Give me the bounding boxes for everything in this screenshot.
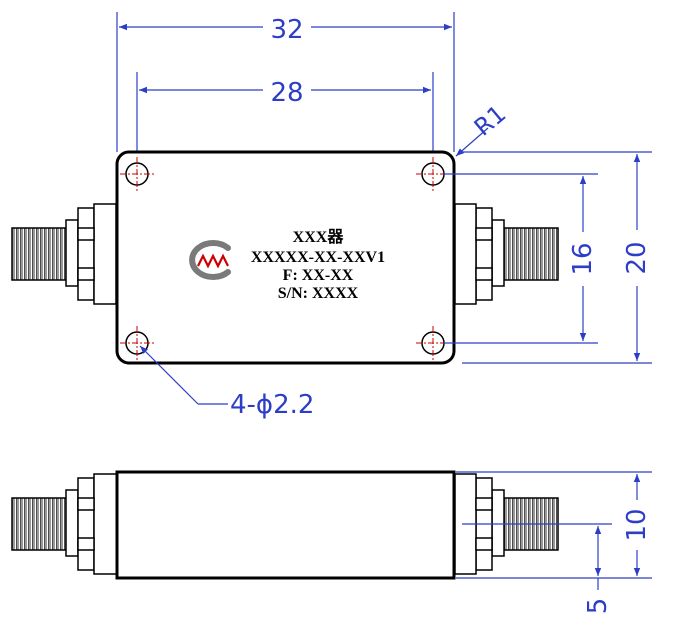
housing-outline-side (115, 470, 456, 580)
left-connector-top (11, 203, 117, 305)
dim-label-16: 16 (568, 242, 598, 275)
dimension-outer-height: 20 (458, 151, 652, 364)
dimension-hole-spacing-x: 28 (136, 72, 434, 168)
left-connector-side (11, 473, 118, 575)
label-line-4: S/N: XXXX (278, 285, 359, 302)
label-line-3: F: XX-XX (283, 267, 354, 284)
right-connector-top (454, 203, 559, 305)
dim-label-32: 32 (270, 15, 303, 45)
label-line-1: XXX器 (293, 228, 345, 246)
dimension-side-height: 10 (456, 471, 652, 579)
dim-label-10: 10 (622, 508, 652, 541)
mounting-hole (120, 326, 154, 360)
dim-label-28: 28 (270, 78, 303, 108)
top-view: 32 28 R1 (11, 12, 652, 420)
dim-label-holes: 4-ϕ2.2 (230, 390, 314, 420)
product-label: XXX器 XXXXX-XX-XXV1 F: XX-XX S/N: XXXX (251, 228, 385, 302)
dimension-hole-spacing-y: 16 (444, 173, 598, 344)
dimension-hole-callout: 4-ϕ2.2 (139, 345, 314, 420)
dim-label-20: 20 (622, 241, 652, 274)
company-logo (189, 240, 231, 280)
dim-label-5: 5 (583, 598, 613, 615)
side-view: 10 5 (11, 470, 652, 615)
dimension-side-center: 5 (462, 523, 613, 615)
dim-label-r1: R1 (469, 100, 511, 142)
label-line-2: XXXXX-XX-XXV1 (251, 249, 385, 266)
dimension-corner-radius: R1 (455, 100, 511, 157)
mounting-hole (120, 157, 154, 191)
dimension-outer-width: 32 (116, 12, 455, 152)
housing-outline-top (115, 150, 456, 365)
